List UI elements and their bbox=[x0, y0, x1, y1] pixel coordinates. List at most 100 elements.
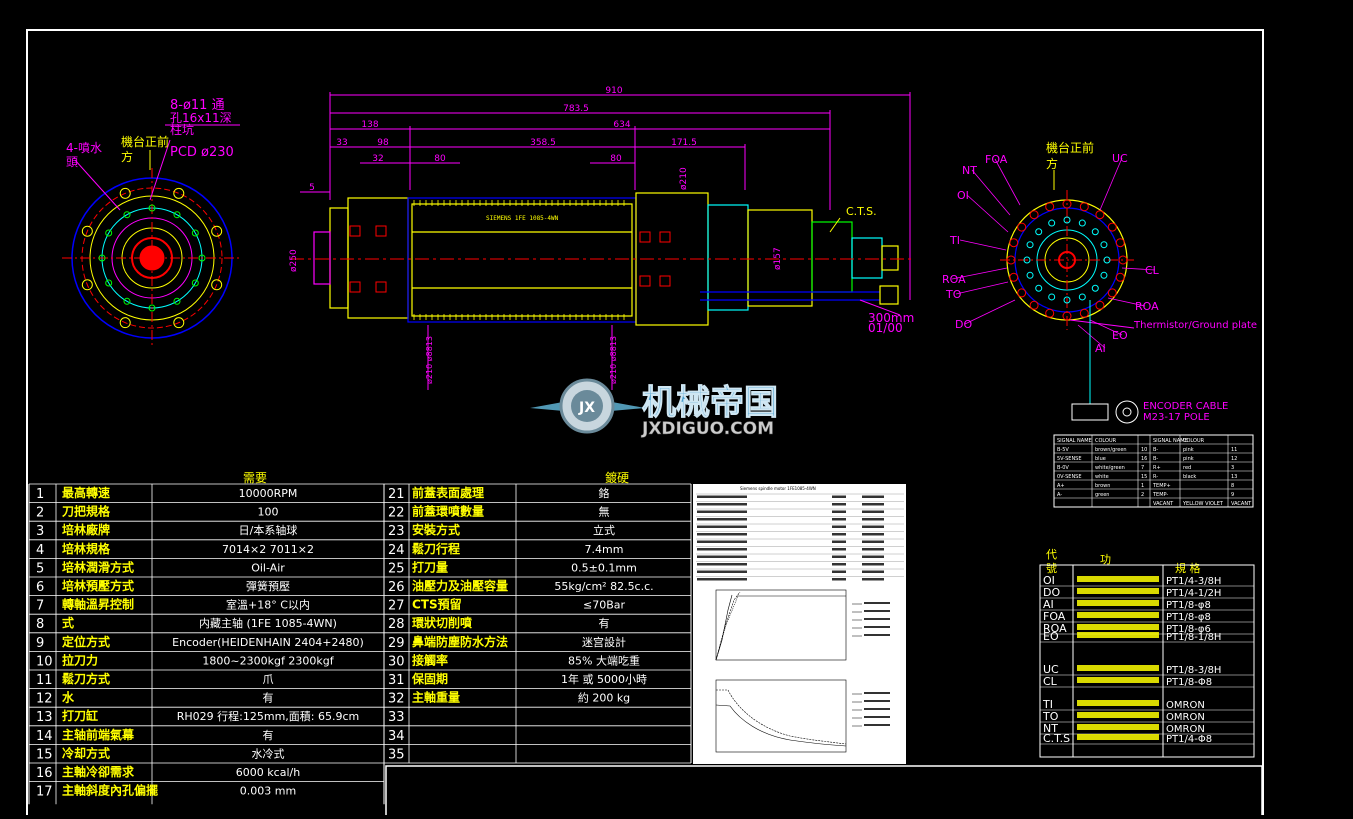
inner-hole bbox=[173, 211, 181, 219]
rear-inner-hole bbox=[1048, 219, 1056, 227]
port-leader bbox=[955, 281, 1009, 295]
spec-row-number: 27 bbox=[388, 599, 405, 614]
spec-row-number: 35 bbox=[388, 747, 405, 762]
port-header-spec: 規 格 bbox=[1175, 561, 1201, 575]
spec-sheet-row bbox=[697, 578, 747, 581]
rear-inner-hole bbox=[1063, 296, 1071, 304]
spec-sheet-row bbox=[697, 533, 747, 536]
port-code: AI bbox=[1043, 598, 1054, 611]
spec-row-item: 主轴前端氣幕 bbox=[62, 727, 135, 742]
rear-hole bbox=[1009, 238, 1019, 248]
rear-hole bbox=[1017, 222, 1027, 232]
machine-front-label-2: 方 bbox=[121, 149, 133, 164]
spec-row-value: 1年 或 5000小時 bbox=[561, 672, 647, 686]
spec-row-item: 鼻端防塵防水方法 bbox=[412, 634, 508, 649]
rear-hole bbox=[1029, 300, 1039, 310]
port-function-text bbox=[1077, 712, 1159, 718]
spec-row-number: 8 bbox=[36, 617, 44, 632]
spec-row-item: 主軸重量 bbox=[412, 690, 460, 705]
encoder-cell: R- bbox=[1153, 474, 1158, 480]
port-leader bbox=[1077, 324, 1106, 349]
spec-row-item: 打刀量 bbox=[412, 559, 448, 574]
port-leader bbox=[1107, 297, 1146, 307]
rear-hole bbox=[1115, 238, 1125, 248]
spec-row-value: 55kg/cm² 82.5c.c. bbox=[554, 580, 653, 593]
spec-sheet-row bbox=[697, 518, 747, 521]
port-spec: PT1/8-Φ8 bbox=[1166, 677, 1212, 688]
port-code: NT bbox=[1043, 722, 1058, 735]
bolt-hole bbox=[81, 225, 93, 237]
bolt-hole bbox=[173, 317, 185, 329]
spec-row-item: 油壓力及油壓容量 bbox=[412, 578, 508, 593]
dimension-text: 138 bbox=[361, 120, 378, 130]
spec-row-item: 轉軸溫昇控制 bbox=[62, 597, 134, 612]
port-function-text bbox=[1077, 612, 1159, 618]
rear-inner-hole bbox=[1078, 219, 1086, 227]
encoder-cell: 15 bbox=[1141, 474, 1147, 480]
cts-label: C.T.S. bbox=[846, 205, 877, 218]
motor-spec-sheet: Siemens spindle motor 1FE1085-4WN bbox=[693, 484, 906, 764]
encoder-header-cell: SIGNAL NAME bbox=[1057, 438, 1092, 444]
spec-row-number: 28 bbox=[388, 617, 405, 632]
port-spec: OMRON bbox=[1166, 700, 1205, 711]
rear-hole bbox=[1079, 202, 1089, 212]
spec-row-value: 有 bbox=[263, 728, 274, 742]
rear-inner-hole bbox=[1035, 284, 1043, 292]
spec-header-left: 需要 bbox=[243, 471, 267, 485]
spec-row-value: 彈簧預壓 bbox=[246, 579, 290, 593]
encoder-cell: 1 bbox=[1141, 483, 1144, 489]
spec-row-value: 7.4mm bbox=[585, 543, 624, 556]
rear-hole bbox=[1062, 199, 1072, 209]
spec-row-value: 85% 大端吃重 bbox=[568, 653, 640, 667]
rear-inner-hole bbox=[1048, 293, 1056, 301]
encoder-header-cell: COLOUR bbox=[1095, 438, 1117, 444]
bolt-label-3: 柱坑 bbox=[170, 122, 194, 137]
spec-row-number: 23 bbox=[388, 524, 405, 539]
inner-hole bbox=[105, 279, 113, 287]
encoder-cell: white/green bbox=[1095, 465, 1125, 471]
inner-hole bbox=[105, 229, 113, 237]
port-spec: PT1/4-Φ8 bbox=[1166, 734, 1212, 745]
spec-sheet-row bbox=[697, 495, 747, 498]
port-label: FOA bbox=[985, 153, 1008, 166]
dimension-text: 33 bbox=[336, 138, 347, 148]
spec-row-number: 22 bbox=[388, 506, 405, 521]
motor-spec-title: Siemens spindle motor 1FE1085-4WN bbox=[740, 486, 816, 491]
inner-hole bbox=[198, 254, 206, 262]
inner-hole bbox=[173, 297, 181, 305]
port-label: UC bbox=[1112, 152, 1128, 165]
dia-label-front: ø210 ø8813 bbox=[425, 336, 434, 384]
spec-row-number: 10 bbox=[36, 654, 53, 669]
spec-row-number: 30 bbox=[388, 654, 405, 669]
port-label: NT bbox=[962, 164, 977, 177]
spec-row-number: 13 bbox=[36, 710, 53, 725]
port-spec: PT1/8-φ8 bbox=[1166, 612, 1211, 623]
spec-sheet-row bbox=[697, 563, 747, 566]
port-label: CL bbox=[1145, 264, 1160, 277]
port-function-text bbox=[1077, 665, 1159, 671]
encoder-cell: pink bbox=[1183, 456, 1194, 462]
rear-inner-hole bbox=[1103, 256, 1111, 264]
port-code: EO bbox=[1043, 630, 1059, 643]
port-label: TO bbox=[945, 288, 962, 301]
port-spec: PT1/8-3/8H bbox=[1166, 665, 1221, 676]
encoder-cell: green bbox=[1095, 492, 1109, 498]
inner-hole bbox=[148, 204, 156, 212]
bolt-hole bbox=[211, 279, 223, 291]
port-code: FOA bbox=[1043, 610, 1066, 623]
cable-label-2: 01/00 bbox=[868, 321, 903, 335]
port-code: OI bbox=[1043, 574, 1055, 587]
port-leader bbox=[966, 194, 1009, 233]
dimension-text: 634 bbox=[613, 120, 630, 130]
port-leader bbox=[1099, 157, 1123, 211]
encoder-cell: blue bbox=[1095, 456, 1106, 462]
spec-row-item: 定位方式 bbox=[62, 634, 110, 649]
spec-row-number: 2 bbox=[36, 506, 44, 521]
rear-hole bbox=[1009, 272, 1019, 282]
rear-hole bbox=[1017, 288, 1027, 298]
encoder-cell: B-0V bbox=[1057, 465, 1069, 471]
spec-row-item: 培林規格 bbox=[62, 541, 111, 556]
